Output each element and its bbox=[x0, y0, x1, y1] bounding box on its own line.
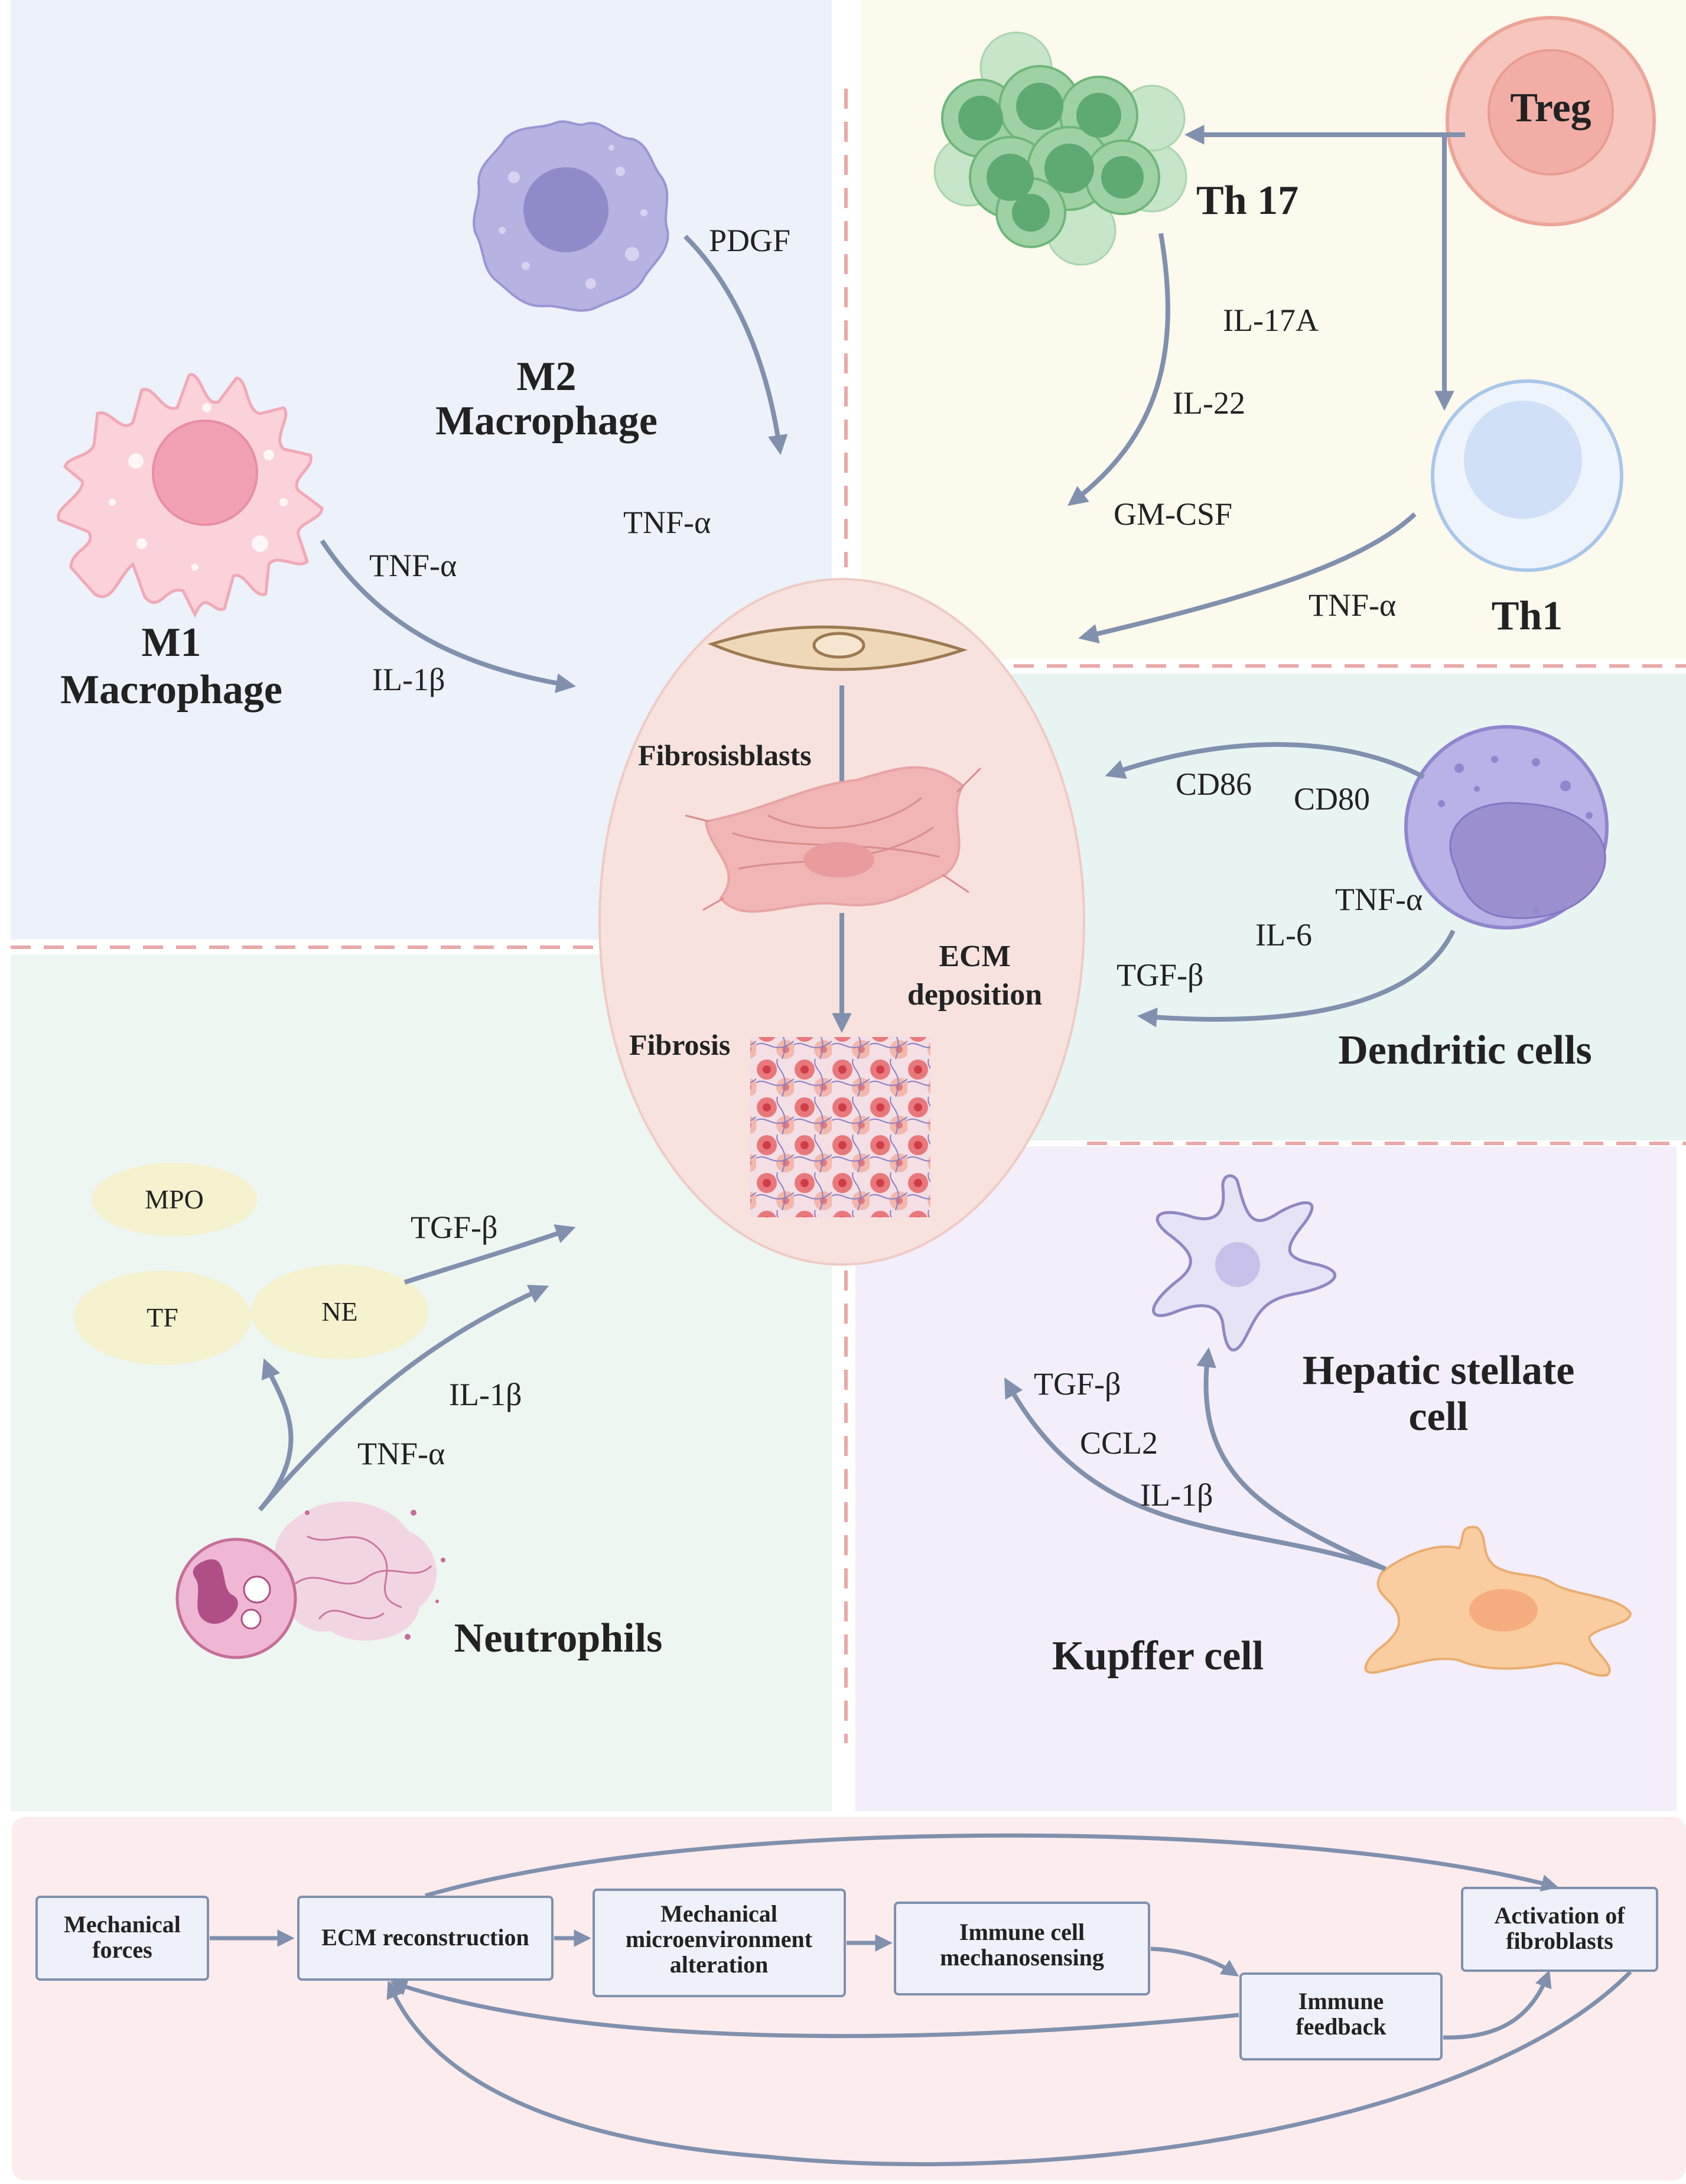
arrow-th17-cytokines bbox=[1067, 233, 1170, 506]
activated-fibroblast-icon bbox=[685, 766, 982, 913]
flow-mechanical-forces-line2: forces bbox=[92, 1936, 152, 1963]
th17-cytokine-il17a: IL-17A bbox=[1223, 303, 1319, 338]
arrow-dendritic-costim bbox=[1105, 742, 1425, 779]
m1-cytokine-tnf: TNF-α bbox=[369, 548, 457, 583]
panel-dividers bbox=[11, 89, 1686, 1743]
arrow-ne-tgfb bbox=[403, 1224, 576, 1285]
dendritic-il6: IL-6 bbox=[1255, 917, 1312, 953]
m1-macrophage-icon bbox=[57, 373, 324, 618]
m2-label-line1: M2 bbox=[516, 354, 576, 399]
m2-cytokine-pdgf: PDGF bbox=[709, 223, 790, 258]
granule-mpo-bubble bbox=[92, 1163, 257, 1236]
granule-tf-label: TF bbox=[147, 1302, 178, 1332]
m1-label-line2: Macrophage bbox=[60, 667, 282, 713]
flow-box-ecm-reconstruction: ECM reconstruction bbox=[297, 1896, 554, 1981]
flow-arrows bbox=[210, 1833, 1632, 2166]
granule-mpo-label: MPO bbox=[145, 1184, 204, 1214]
arrow-m2-pdgf bbox=[683, 235, 788, 455]
m1-label-line1: M1 bbox=[141, 620, 201, 665]
flow-mech-microenv-line2: microenvironment bbox=[626, 1926, 813, 1952]
dendritic-tnf: TNF-α bbox=[1335, 882, 1423, 917]
flow-box-mechanical-forces: Mechanical forces bbox=[35, 1896, 209, 1981]
flow-box-immune-mechanosensing: Immune cell mechanosensing bbox=[894, 1902, 1150, 1996]
dendritic-tgfb: TGF-β bbox=[1117, 957, 1203, 993]
dendritic-cd80: CD80 bbox=[1294, 781, 1370, 817]
dendritic-label: Dendritic cells bbox=[1338, 1028, 1592, 1073]
kupffer-ccl2: CCL2 bbox=[1080, 1425, 1158, 1461]
neutrophil-cell-icon bbox=[175, 1502, 445, 1659]
th1-cytokine-tnf: TNF-α bbox=[1309, 587, 1396, 623]
kupffer-il1b: IL-1β bbox=[1140, 1477, 1213, 1513]
arrow-kupffer-to-hsc bbox=[1196, 1347, 1386, 1571]
granule-ne-bubble bbox=[251, 1265, 428, 1359]
fibroblasts-label: Fibrosisblasts bbox=[638, 739, 812, 772]
flow-box-mech-microenvironment: Mechanical microenvironment alteration bbox=[593, 1889, 846, 1997]
th17-cell-cluster-icon bbox=[933, 31, 1187, 266]
hsc-label-line2: cell bbox=[1408, 1394, 1468, 1439]
arrow-m1-to-center bbox=[320, 539, 576, 693]
flow-immune-mechanosensing-line1: Immune cell bbox=[959, 1919, 1085, 1945]
arrow-th1-tnf bbox=[1078, 512, 1417, 644]
m1-cytokine-tnf-center: TNF-α bbox=[623, 505, 711, 540]
kupffer-cell-icon bbox=[1364, 1526, 1632, 1677]
flow-box-activation-fibroblasts: Activation of fibroblasts bbox=[1461, 1887, 1658, 1972]
flow-immune-feedback-line1: Immune bbox=[1298, 1988, 1384, 2014]
arrow-neutrophil-cytokines bbox=[258, 1285, 549, 1512]
neutrophil-tnf: TNF-α bbox=[357, 1436, 445, 1471]
treg-label: Treg bbox=[1510, 85, 1591, 131]
ecm-label-line1: ECM bbox=[939, 940, 1010, 973]
th17-label: Th 17 bbox=[1196, 178, 1298, 223]
flow-activation-line2: fibroblasts bbox=[1506, 1928, 1613, 1954]
flow-mech-microenv-line1: Mechanical bbox=[660, 1900, 777, 1927]
th17-cytokine-gmcsf: GM-CSF bbox=[1114, 496, 1232, 532]
granule-tf-bubble bbox=[74, 1270, 251, 1365]
th1-cell-icon bbox=[1431, 379, 1623, 572]
granule-ne-label: NE bbox=[321, 1296, 357, 1327]
fibrosis-tissue-image bbox=[750, 1037, 930, 1217]
flow-box-immune-feedback: Immune feedback bbox=[1239, 1972, 1443, 2060]
flow-mechanical-forces-line1: Mechanical bbox=[64, 1911, 181, 1938]
m2-label-line2: Macrophage bbox=[435, 398, 658, 444]
dendritic-cd86: CD86 bbox=[1176, 766, 1252, 802]
dendritic-cell-icon bbox=[1404, 725, 1609, 930]
treg-cell-icon bbox=[1446, 16, 1656, 226]
m2-macrophage-icon bbox=[473, 120, 669, 312]
neutrophil-label: Neutrophils bbox=[454, 1616, 663, 1661]
flow-activation-line1: Activation of bbox=[1494, 1902, 1625, 1929]
hsc-label-line1: Hepatic stellate bbox=[1303, 1348, 1575, 1393]
flow-ecm-reconstruction-line1: ECM reconstruction bbox=[321, 1924, 529, 1951]
hepatic-stellate-cell-icon bbox=[1152, 1174, 1337, 1351]
arrow-dendritic-cytokines bbox=[1137, 930, 1456, 1028]
flow-immune-mechanosensing-line2: mechanosensing bbox=[940, 1944, 1104, 1971]
arrow-neutrophil-to-granules bbox=[258, 1358, 294, 1512]
ecm-label-line2: deposition bbox=[907, 978, 1042, 1012]
flow-mech-microenv-line3: alteration bbox=[670, 1951, 769, 1978]
th1-label: Th1 bbox=[1492, 593, 1563, 639]
neutrophil-tgfb: TGF-β bbox=[411, 1210, 497, 1245]
th17-cytokine-il22: IL-22 bbox=[1173, 385, 1245, 421]
kupffer-tgfb: TGF-β bbox=[1034, 1366, 1121, 1402]
kupffer-label: Kupffer cell bbox=[1052, 1633, 1264, 1679]
fibroblast-cell-icon bbox=[707, 625, 968, 671]
m1-cytokine-il1b: IL-1β bbox=[372, 662, 445, 697]
flow-immune-feedback-line2: feedback bbox=[1296, 2013, 1386, 2040]
fibrosis-label: Fibrosis bbox=[629, 1028, 730, 1061]
neutrophil-il1b: IL-1β bbox=[449, 1377, 522, 1412]
arrow-kupffer-to-center bbox=[1004, 1377, 1386, 1571]
